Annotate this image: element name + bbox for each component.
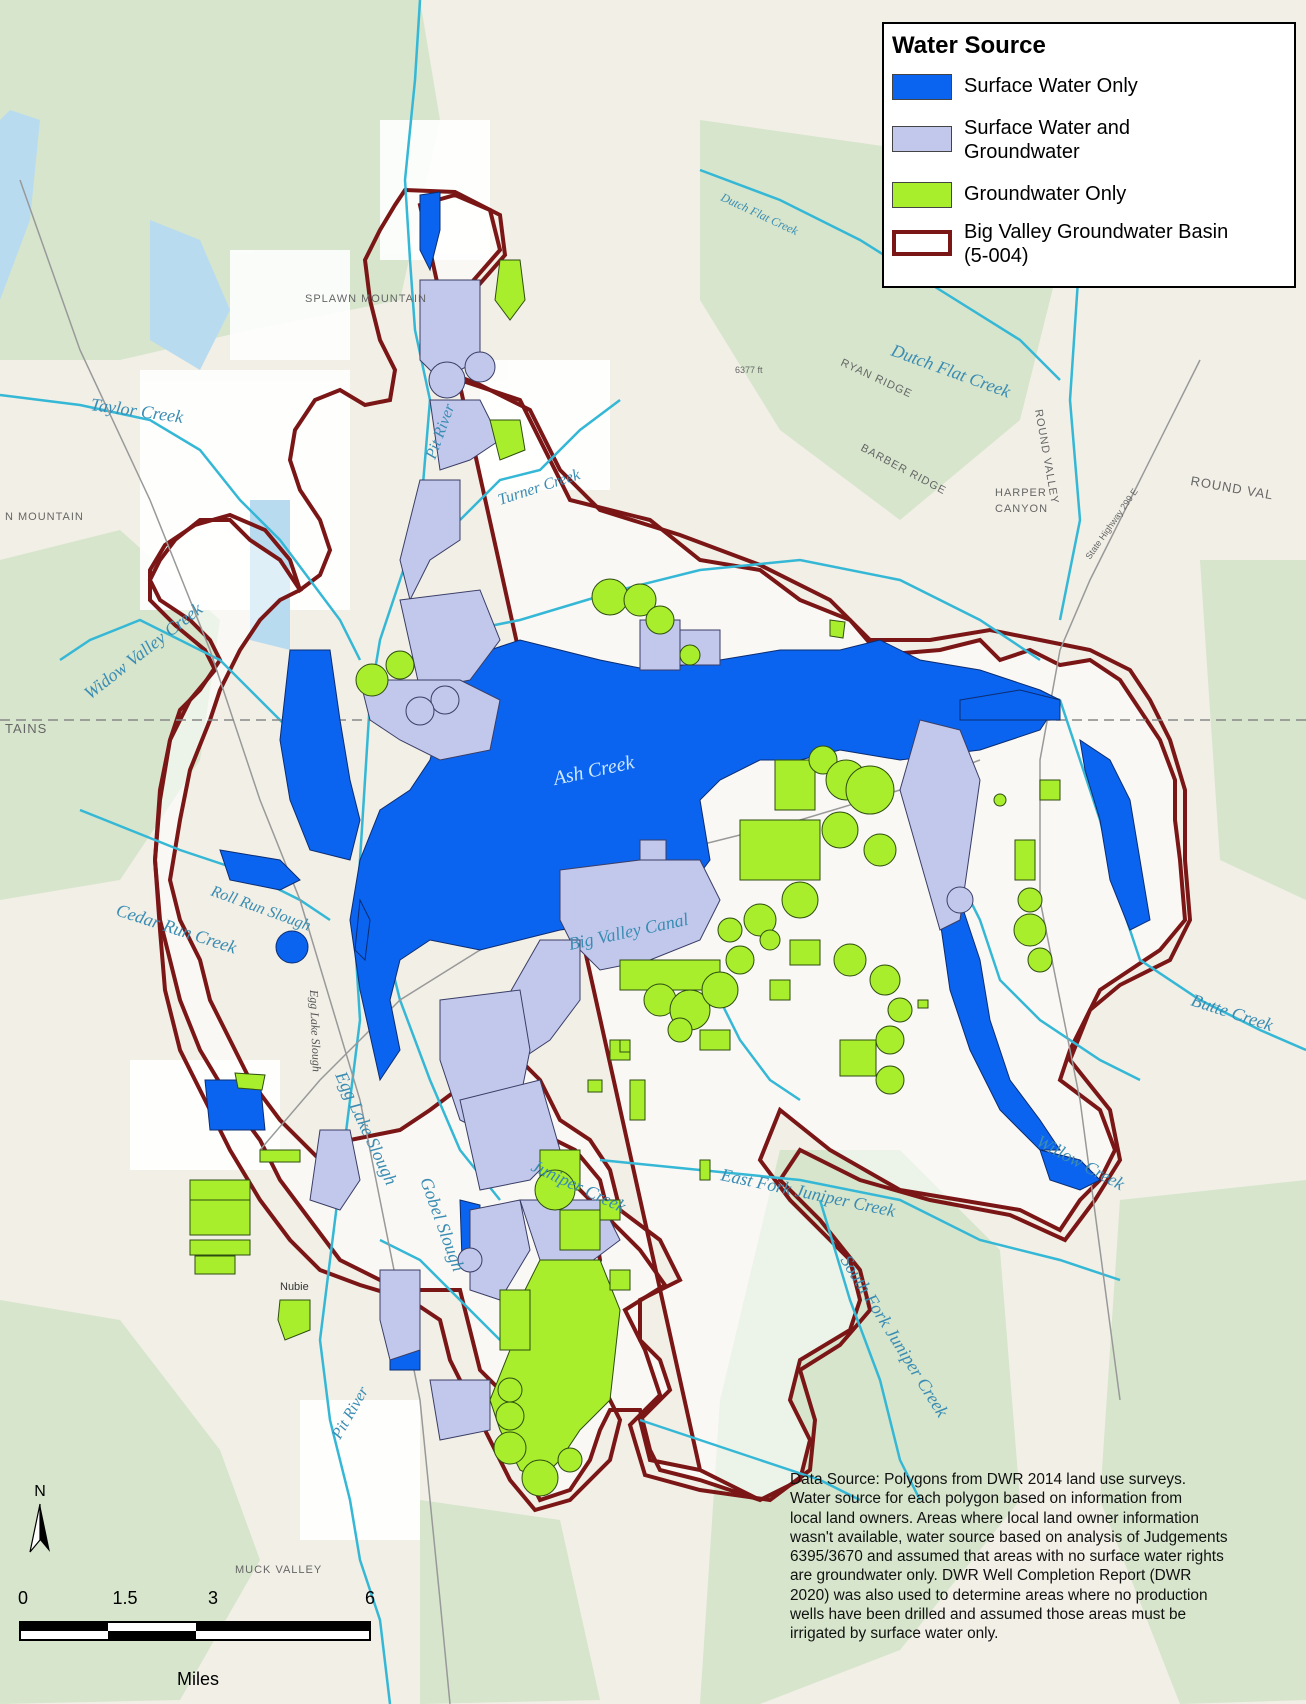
label-elevation: 6377 ft: [735, 365, 763, 375]
scale-tick-label: 6: [365, 1588, 375, 1608]
legend-title: Water Source: [892, 32, 1046, 59]
label-nubie: Nubie: [280, 1281, 309, 1293]
label-harper: HARPER: [995, 487, 1047, 499]
legend-label-line: Surface Water Only: [964, 75, 1138, 97]
legend-label-line: (5-004): [964, 245, 1029, 267]
note-line: local land owners. Areas where local lan…: [790, 1509, 1199, 1527]
scale-bar: 0 1.5 3 6 Miles: [18, 1588, 375, 1689]
label-egg-lake-slough-small: Egg Lake Slough: [307, 989, 324, 1072]
legend-label-line: Groundwater: [964, 141, 1080, 163]
legend-label: Groundwater Only: [964, 182, 1126, 206]
legend-item-basin: Big Valley Groundwater Basin(5-004): [892, 220, 1228, 268]
groundwater-only-areas: [189, 259, 1061, 1497]
legend: Water Source Surface Water Only Surface …: [882, 22, 1296, 288]
legend-swatch: [892, 230, 952, 256]
north-label: N: [34, 1483, 46, 1500]
note-line: irrigated by surface water only.: [790, 1625, 999, 1643]
legend-label-line: Surface Water and: [964, 117, 1131, 139]
legend-swatch: [892, 74, 952, 100]
scale-bar-segment: [196, 1622, 370, 1631]
legend-item-groundwater: Groundwater Only: [892, 182, 1126, 208]
scale-tick-label: 0: [18, 1588, 28, 1608]
legend-label-line: Big Valley Groundwater Basin: [964, 221, 1229, 243]
label-muck-valley: MUCK VALLEY: [235, 1564, 322, 1576]
legend-item-surface-water: Surface Water Only: [892, 74, 1138, 100]
legend-label-line: Groundwater Only: [964, 183, 1127, 205]
label-tains: TAINS: [5, 721, 47, 736]
data-source-note: Data Source: Polygons from DWR 2014 land…: [790, 1470, 1280, 1644]
note-line: 2020) was also used to determine areas w…: [790, 1586, 1208, 1604]
label-canyon: CANYON: [995, 503, 1048, 515]
note-line: are groundwater only. DWR Well Completio…: [790, 1567, 1192, 1585]
note-line: 6395/3670 and assumed that areas with no…: [790, 1548, 1224, 1566]
note-line: wasn't available, water source based on …: [790, 1528, 1228, 1546]
legend-label: Surface Water Only: [964, 74, 1138, 98]
north-arrow-icon: [40, 1504, 50, 1552]
note-line: wells have been drilled and assumed thos…: [790, 1606, 1187, 1624]
north-arrow-icon: [29, 1503, 41, 1553]
label-splawn-mountain: SPLAWN MOUNTAIN: [305, 293, 427, 305]
label-n-mountain: N MOUNTAIN: [5, 511, 84, 523]
surface-water-only-areas: [204, 191, 1151, 1371]
stream-label: Egg Lake Slough: [307, 989, 324, 1072]
scale-tick-label: 3: [208, 1588, 218, 1608]
scale-bar-segment: [108, 1631, 196, 1640]
scale-unit: Miles: [177, 1669, 219, 1689]
note-line: Water source for each polygon based on i…: [790, 1490, 1183, 1508]
note-line: Data Source: Polygons from DWR 2014 land…: [790, 1471, 1187, 1488]
north-arrow: N: [29, 1483, 50, 1553]
scale-bar-segment: [20, 1622, 108, 1631]
legend-label: Big Valley Groundwater Basin(5-004): [964, 220, 1228, 268]
legend-swatch: [892, 126, 952, 152]
legend-swatch: [892, 182, 952, 208]
scale-tick-label: 1.5: [112, 1588, 137, 1608]
white-parcels: [130, 120, 610, 1540]
